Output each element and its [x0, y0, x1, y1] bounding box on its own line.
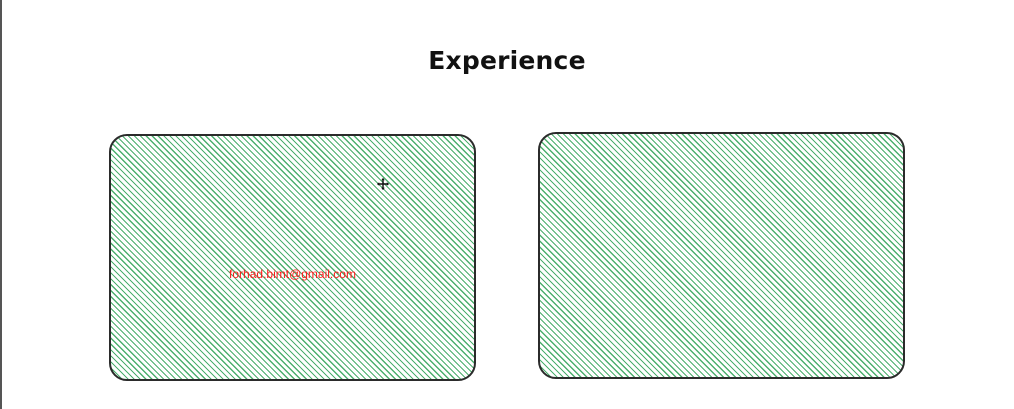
experience-card-2[interactable]: [538, 132, 905, 379]
section-title: Experience: [428, 46, 586, 75]
canvas-left-edge: [0, 0, 2, 409]
move-cursor-icon: [377, 177, 389, 190]
experience-card-1[interactable]: forhad.bimt@gmail.com: [109, 134, 476, 381]
card-email-text: forhad.bimt@gmail.com: [229, 267, 356, 281]
